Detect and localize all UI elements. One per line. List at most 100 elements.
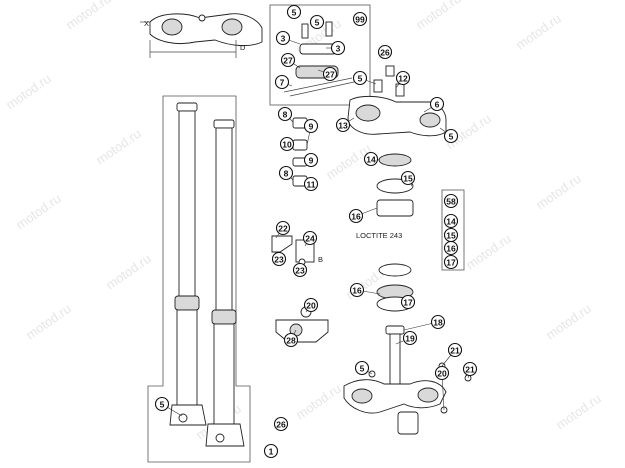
callout-circle: [443, 128, 459, 144]
callout-number: 5: [360, 364, 365, 374]
callout-number: 3: [336, 44, 341, 54]
callout-6: 6: [429, 96, 445, 112]
watermark-text: motod.ru: [543, 301, 594, 343]
callout-number: 27: [283, 56, 293, 66]
callout-14: 14: [363, 151, 379, 167]
callout-circle: [302, 230, 318, 246]
callout-17: 17: [443, 254, 459, 270]
callout-number: 14: [446, 217, 456, 227]
callout-58: 58: [443, 193, 459, 209]
callout-circle: [154, 396, 170, 412]
callout-5: 5: [286, 4, 302, 20]
callout-28: 28: [283, 332, 299, 348]
callout-circle: [352, 11, 368, 27]
callout-number: 5: [292, 8, 297, 18]
fork-leg-left: [169, 102, 207, 426]
watermark-text: motod.ru: [463, 231, 514, 273]
callout-circle: [292, 262, 308, 278]
callout-number: 58: [446, 197, 456, 207]
callout-circle: [280, 52, 296, 68]
callout-circle: [395, 70, 411, 86]
callout-18: 18: [430, 314, 446, 330]
callout-number: 8: [284, 169, 289, 179]
leader-lines: [161, 37, 471, 417]
callout-number: 17: [446, 258, 456, 268]
watermark-text: motod.ru: [23, 301, 74, 343]
callout-21: 21: [462, 361, 478, 377]
callout-26: 26: [273, 416, 289, 432]
callout-number: 11: [307, 180, 316, 190]
callout-number: 14: [366, 155, 376, 165]
callout-1: 1: [263, 443, 279, 459]
callout-circle: [335, 117, 351, 133]
callout-number: 21: [465, 365, 475, 375]
callout-16: 16: [349, 282, 365, 298]
callout-circle: [443, 193, 459, 209]
callout-number: 13: [338, 121, 348, 131]
callout-16: 16: [348, 208, 364, 224]
watermark-text: motod.ru: [533, 171, 584, 213]
callout-16: 16: [443, 240, 459, 256]
callout-number: 5: [449, 132, 454, 142]
watermark-text: motod.ru: [3, 71, 54, 113]
watermark-text: motod.ru: [293, 381, 344, 423]
callout-circle: [275, 30, 291, 46]
callout-number: 16: [352, 286, 362, 296]
handlebar-clamp-sketch: X D: [140, 13, 263, 58]
callout-circle: [283, 332, 299, 348]
callout-number: 21: [450, 346, 460, 356]
callout-number: 26: [380, 48, 390, 58]
label-x: X: [144, 19, 149, 28]
callout-8: 8: [278, 165, 294, 181]
callout-11: 11: [303, 176, 319, 192]
callout-circle: [263, 443, 279, 459]
callout-7: 7: [274, 74, 290, 90]
callout-circle: [430, 314, 446, 330]
callout-12: 12: [395, 70, 411, 86]
callout-15: 15: [400, 170, 416, 186]
watermark-text: motod.ru: [93, 126, 144, 168]
callout-number: 1: [269, 447, 274, 457]
callout-number: 16: [351, 212, 361, 222]
callout-19: 19: [402, 330, 418, 346]
callout-number: 8: [283, 110, 288, 120]
callout-circle: [400, 294, 416, 310]
label-d: D: [240, 43, 246, 52]
callout-20: 20: [434, 365, 450, 381]
callout-number: 6: [435, 100, 440, 110]
callout-number: 16: [446, 244, 456, 254]
callout-circle: [348, 208, 364, 224]
callout-number: 15: [403, 174, 413, 184]
loctite-label: LOCTITE 243: [356, 231, 402, 240]
callout-number: 15: [446, 231, 456, 241]
callout-5: 5: [443, 128, 459, 144]
callout-circle: [273, 416, 289, 432]
callout-9: 9: [303, 152, 319, 168]
callout-5: 5: [352, 70, 368, 86]
callout-number: 5: [358, 74, 363, 84]
callout-20: 20: [303, 297, 319, 313]
callout-14: 14: [443, 213, 459, 229]
watermark-text: motod.ru: [13, 191, 64, 233]
fork-leg-right: [205, 119, 245, 447]
callout-number: 23: [274, 255, 284, 265]
callout-circle: [443, 213, 459, 229]
callout-circle: [443, 240, 459, 256]
callout-number: 20: [437, 369, 447, 379]
callout-circle: [402, 330, 418, 346]
callout-number: 23: [295, 266, 305, 276]
callout-number: 20: [306, 301, 316, 311]
callout-9: 9: [303, 118, 319, 134]
callout-circle: [303, 118, 319, 134]
callout-circle: [363, 151, 379, 167]
parts-kit-bracket: [441, 189, 465, 271]
callout-27: 27: [280, 52, 296, 68]
callout-circle: [429, 96, 445, 112]
callout-15: 15: [443, 227, 459, 243]
callout-22: 22: [275, 220, 291, 236]
callout-number: 3: [281, 34, 286, 44]
callout-number: 26: [276, 420, 286, 430]
callout-circle: [330, 40, 346, 56]
callout-number: 7: [280, 78, 285, 88]
